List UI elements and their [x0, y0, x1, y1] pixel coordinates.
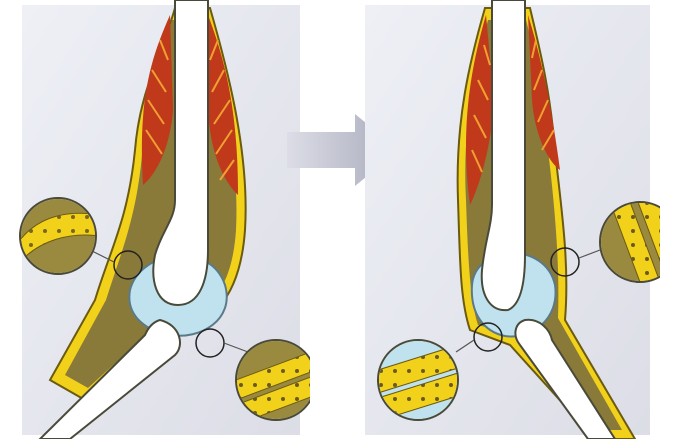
joint-diagram-right [360, 0, 660, 439]
joint-left-svg [10, 0, 310, 439]
magnifier-circle-icon [378, 340, 458, 421]
joint-right-svg [360, 0, 660, 439]
joint-diagram-left [10, 0, 310, 439]
